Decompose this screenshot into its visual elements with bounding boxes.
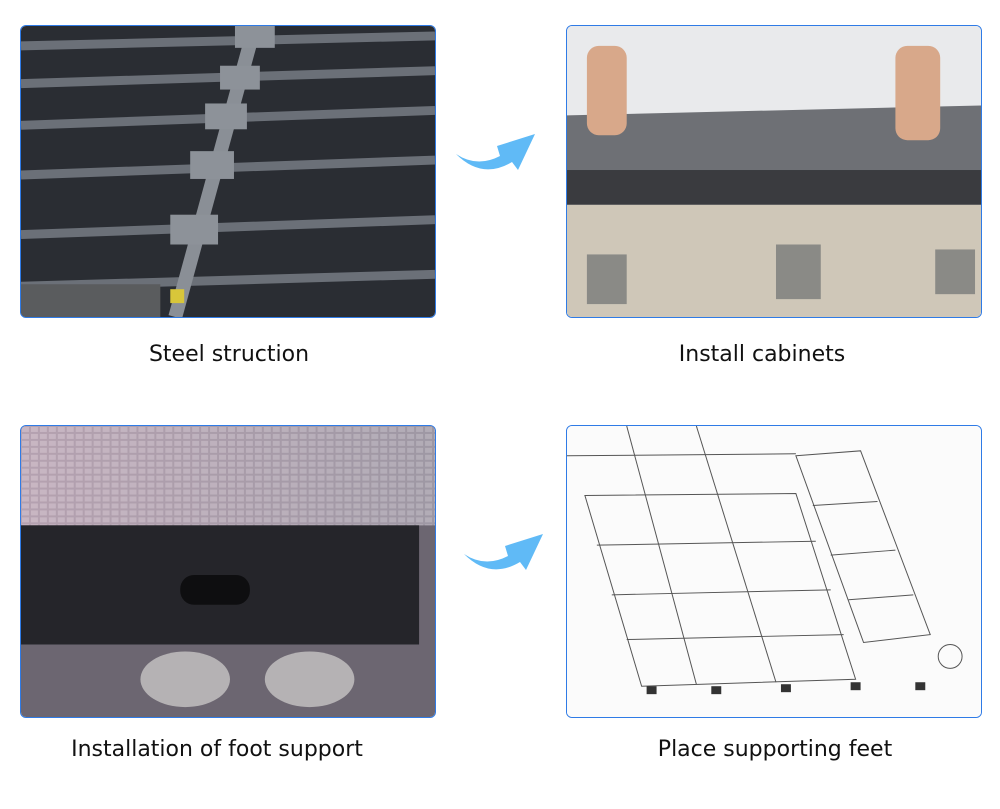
install-cabinets-photo — [566, 25, 982, 318]
caption-install-cabinets: Install cabinets — [678, 342, 846, 367]
steel-structure-photo — [20, 25, 436, 318]
caption-supporting-feet: Place supporting feet — [657, 737, 893, 762]
arrow-right-icon — [456, 134, 535, 170]
caption-steel-structure: Steel struction — [148, 342, 310, 367]
foot-support-photo — [20, 425, 436, 718]
caption-foot-support: Installation of foot support — [71, 737, 363, 762]
arrow-right-icon — [464, 534, 543, 570]
supporting-feet-diagram — [566, 425, 982, 718]
